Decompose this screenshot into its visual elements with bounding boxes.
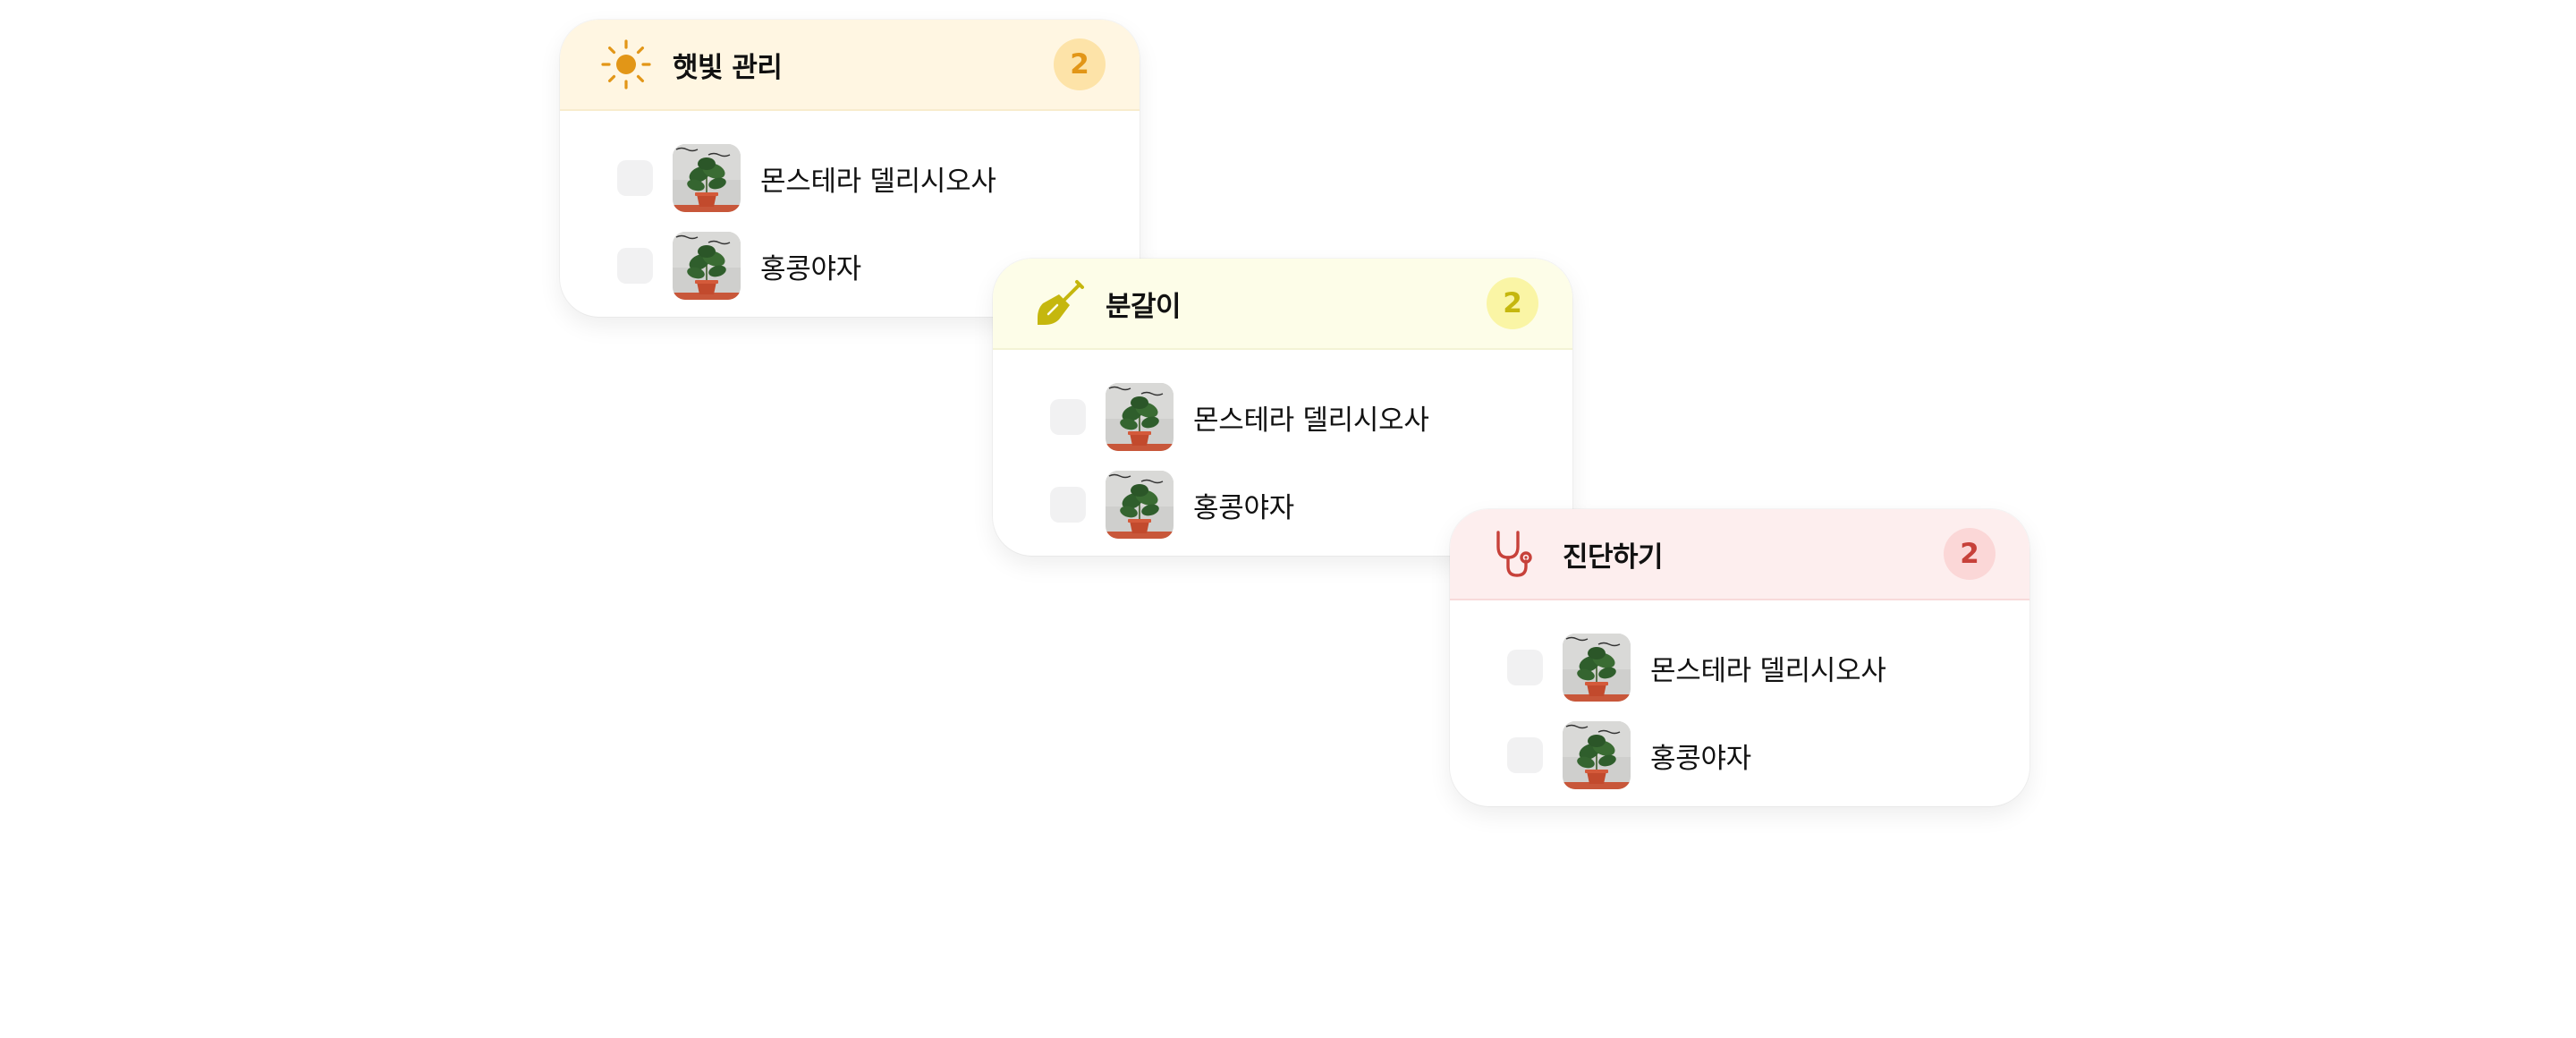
task-card-repotting: 분갈이 2 몬스테라 델리시오사 홍콩야자 [993,259,1572,556]
list-item[interactable]: 홍콩야자 [993,461,1572,549]
card-header[interactable]: 햇빛 관리 2 [560,20,1140,111]
plant-name: 홍콩야자 [760,252,861,285]
task-checkbox[interactable] [1050,487,1086,523]
count-badge: 2 [1944,528,1996,580]
task-checkbox[interactable] [617,160,653,196]
card-header[interactable]: 진단하기 2 [1450,509,2029,600]
task-card-sunlight: 햇빛 관리 2 몬스테라 델리시오사 홍콩야자 [560,20,1140,317]
plant-name: 몬스테라 델리시오사 [760,165,996,198]
plant-name: 몬스테라 델리시오사 [1193,404,1429,437]
list-item[interactable]: 홍콩야자 [560,222,1140,310]
plant-thumbnail [1563,721,1631,789]
plant-name: 몬스테라 델리시오사 [1650,654,1886,687]
card-title: 진단하기 [1563,540,1664,574]
count-badge: 2 [1054,38,1106,90]
list-item[interactable]: 홍콩야자 [1450,711,2029,799]
plant-list: 몬스테라 델리시오사 홍콩야자 [993,350,1572,549]
task-checkbox[interactable] [1050,399,1086,435]
list-item[interactable]: 몬스테라 델리시오사 [993,373,1572,461]
plant-thumbnail [673,232,741,300]
task-checkbox[interactable] [1507,650,1543,685]
sun-icon [599,38,653,91]
task-checkbox[interactable] [1507,737,1543,773]
count-badge: 2 [1487,277,1538,329]
card-title: 분갈이 [1106,290,1182,323]
plant-name: 홍콩야자 [1193,491,1294,524]
plant-thumbnail [1106,471,1174,539]
plant-list: 몬스테라 델리시오사 홍콩야자 [1450,600,2029,799]
plant-list: 몬스테라 델리시오사 홍콩야자 [560,111,1140,310]
list-item[interactable]: 몬스테라 델리시오사 [560,134,1140,222]
plant-thumbnail [1563,634,1631,702]
card-header[interactable]: 분갈이 2 [993,259,1572,350]
plant-thumbnail [673,144,741,212]
shovel-icon [1032,277,1086,330]
card-title: 햇빛 관리 [673,51,783,84]
task-card-diagnosis: 진단하기 2 몬스테라 델리시오사 홍콩야자 [1450,509,2029,806]
task-checkbox[interactable] [617,248,653,284]
plant-thumbnail [1106,383,1174,451]
stethoscope-icon [1489,527,1543,581]
list-item[interactable]: 몬스테라 델리시오사 [1450,624,2029,711]
plant-name: 홍콩야자 [1650,742,1751,775]
